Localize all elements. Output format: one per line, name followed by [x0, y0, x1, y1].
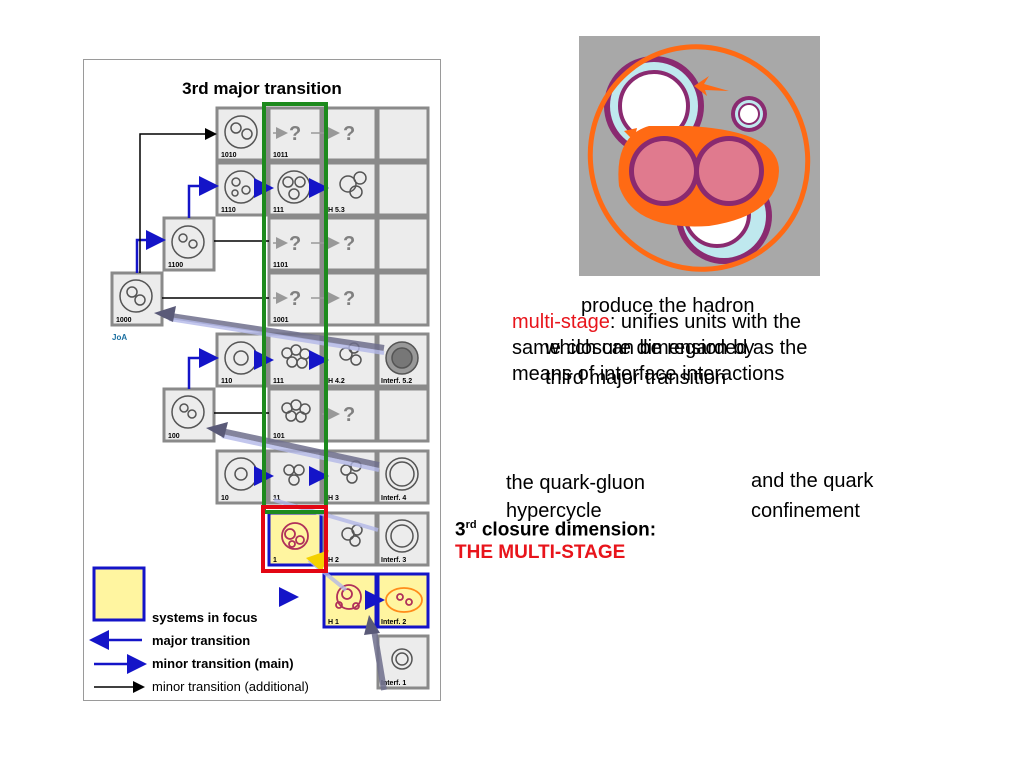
cell-label: 1100 [168, 262, 183, 269]
diagram-svg: 3rd major transition [89, 79, 430, 694]
minor-main-transitions [254, 178, 385, 610]
text-hadron: produce the hadron [581, 295, 755, 317]
cell-grid [110, 106, 430, 690]
text-multi-stage-rest: : unifies units with the [609, 311, 802, 333]
cell-drawings [119, 115, 419, 670]
text-multi-stage-line3: means of interface interactions [512, 363, 785, 385]
text-closure-ordinal: 3 [455, 519, 466, 541]
red-frame [261, 505, 328, 573]
question-mark: ? [343, 123, 355, 145]
cell-label: 1 [273, 557, 277, 564]
legend-systems-in-focus: systems in focus [152, 610, 258, 625]
cell-label: H 5.3 [328, 207, 345, 214]
question-mark: ? [289, 288, 301, 310]
question-mark: ? [343, 404, 355, 426]
legend-minor-additional: minor transition (additional) [152, 679, 309, 694]
small-ring-inner [738, 103, 760, 125]
cell-label: 110 [221, 378, 232, 385]
joa-label: JoA [112, 333, 127, 342]
text-regarded-line2: third major transition [545, 367, 727, 389]
text-multi-stage-caps: THE MULTI-STAGE [455, 542, 626, 563]
cell-label: Interf. 5.2 [381, 378, 412, 385]
cell-label: Interf. 3 [381, 557, 406, 564]
cell-label: 1110 [221, 207, 236, 214]
orange-arrow-small [624, 128, 637, 141]
feedback-arrowhead [154, 306, 176, 322]
diagram-title: 3rd major transition [182, 79, 342, 98]
question-mark: ? [343, 288, 355, 310]
legend-major-transition: major transition [152, 633, 250, 648]
cell-interf1 [376, 634, 430, 690]
cell-c4 [376, 216, 430, 272]
cell-label: 1001 [273, 317, 289, 324]
text-quark-conf-line1: and the quark [751, 470, 874, 492]
text-quark-gluon-line2: hypercycle [506, 500, 602, 522]
focus-arrowhead [306, 550, 329, 572]
question-mark: ? [289, 123, 301, 145]
legend-focus-swatch [92, 566, 146, 622]
green-frame [262, 102, 328, 514]
cell-label: H 1 [328, 619, 339, 626]
quark-right [699, 141, 759, 201]
cell-f4 [376, 387, 430, 443]
cell-label: H 2 [328, 557, 339, 564]
cell-label: Interf. 4 [381, 495, 406, 502]
cell-101 [267, 387, 323, 443]
cell-label: 100 [168, 433, 180, 440]
cell-labels: 1010 1011 1110 111 H 5.3 1100 1101 1000 … [116, 152, 412, 687]
cell-d4 [376, 271, 430, 327]
text-quark-gluon-line1: the quark-gluon [506, 472, 645, 494]
cell-label: 10 [221, 495, 229, 502]
cell-label: 1011 [273, 152, 288, 159]
feedback-arrows [163, 312, 387, 691]
minor-additional-transitions [139, 128, 269, 414]
transition-diagram: 3rd major transition [83, 59, 441, 701]
major-transitions [135, 176, 219, 389]
legend-minor-main: minor transition (main) [152, 656, 294, 671]
cell-label: Interf. 2 [381, 619, 406, 626]
feedback-arrowhead [206, 422, 228, 438]
cell-label: H 4.2 [328, 378, 345, 385]
text-closure-rest: closure dimension: [476, 519, 657, 541]
hadron-illustration [579, 36, 820, 276]
cell-label: 111 [273, 207, 284, 214]
orange-outer-ellipse [587, 44, 811, 272]
cell-label: H 3 [328, 495, 339, 502]
cell-label: 101 [273, 433, 285, 440]
text-quark-gluon: the quark-gluon hypercycle [506, 469, 645, 525]
cell-label: 1000 [116, 317, 132, 324]
question-mark: ? [289, 233, 301, 255]
text-regarded: which can be regarded as the third major… [545, 333, 807, 393]
text-multi-stage-word: multi-stage [512, 311, 610, 333]
cell-label: 111 [273, 378, 284, 385]
text-multi-stage: multi-stage: unifies units with the same… [512, 309, 801, 387]
text-closure-sup: rd [465, 519, 477, 531]
text-quark-confinement: and the quark confinement [751, 466, 873, 526]
question-mark: ? [343, 233, 355, 255]
cell-label: 1101 [273, 262, 288, 269]
feedback-arrowhead [364, 615, 380, 635]
orange-arrow [694, 76, 729, 96]
text-regarded-line1: which can be regarded as the [545, 337, 808, 359]
cell-label: 1010 [221, 152, 237, 159]
text-closure-dimension: 3rd closure dimension: [455, 512, 656, 543]
text-quark-conf-line2: confinement [751, 500, 860, 522]
text-multi-stage-line2: same closure dimension by [512, 337, 755, 359]
focus-drawings [281, 522, 423, 613]
cell-b4 [376, 161, 430, 217]
cell-a4 [376, 106, 430, 162]
cell-label: 11 [273, 495, 281, 502]
cell-label: Interf. 1 [381, 680, 406, 687]
quark-left [634, 141, 694, 201]
question-marks: ? ? ? ? ? ? ? [289, 123, 355, 426]
